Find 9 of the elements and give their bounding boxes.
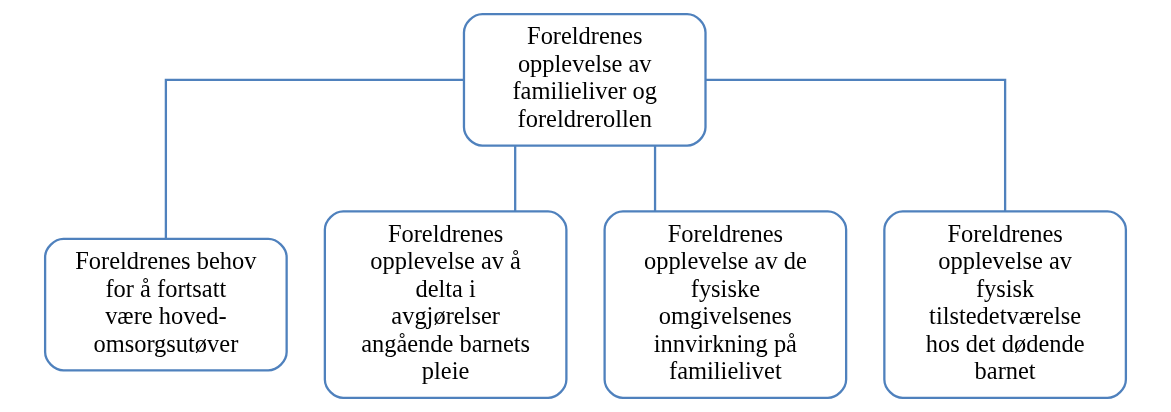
node-box: Foreldrenes opplevelse av å delta i avgjørelser angående barnets pleie bbox=[323, 210, 568, 399]
node-box: Foreldrenes opplevelse av de fysiske omgivelsenes innvirkning på familielivet bbox=[603, 210, 848, 399]
connector bbox=[514, 146, 517, 211]
node-box: Foreldrenes opplevelse av familieliver og foreldrerollen bbox=[462, 13, 707, 147]
connector bbox=[705, 78, 1007, 212]
node-box: Foreldrenes opplevelse av fysisk tilstedetværelse hos det dødende barnet bbox=[883, 210, 1128, 399]
connector bbox=[164, 78, 464, 239]
connector bbox=[653, 146, 657, 211]
node-box: Foreldrenes behov for å fortsatt være hoved- omsorgsutøver bbox=[43, 237, 288, 372]
